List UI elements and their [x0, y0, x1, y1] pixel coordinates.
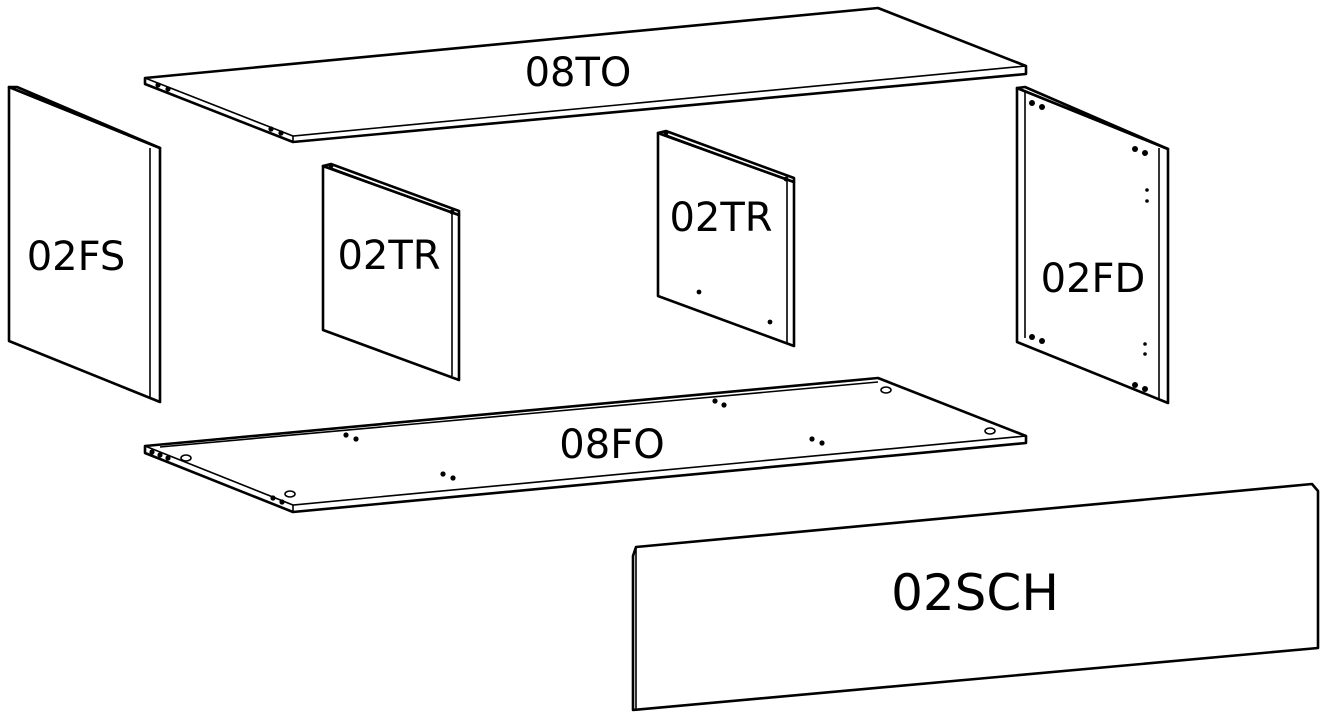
- dowel-hole: [1145, 188, 1149, 192]
- panel-02TR-left: 02TR: [321, 162, 461, 382]
- dowel-hole: [696, 289, 702, 295]
- dowel-hole: [721, 402, 727, 408]
- dowel-hole: [1132, 382, 1138, 388]
- dowel-hole: [1039, 104, 1045, 110]
- dowel-hole: [149, 449, 155, 455]
- dowel-hole: [155, 82, 161, 88]
- cam-hole: [180, 454, 192, 462]
- dowel-hole: [278, 130, 284, 136]
- dowel-hole: [712, 398, 718, 404]
- dowel-hole: [767, 319, 773, 325]
- part-label-02SCH: 02SCH: [891, 564, 1059, 622]
- cam-hole: [284, 490, 296, 498]
- part-label-08TO: 08TO: [525, 50, 632, 96]
- dowel-hole: [449, 209, 455, 215]
- part-label-02FS: 02FS: [27, 234, 126, 280]
- dowel-hole: [353, 436, 359, 442]
- dowel-hole: [450, 475, 456, 481]
- dowel-hole: [1143, 342, 1147, 346]
- dowel-hole: [328, 163, 334, 169]
- dowel-hole: [1145, 199, 1149, 203]
- dowel-hole: [440, 471, 446, 477]
- part-label-02TR-right: 02TR: [669, 195, 772, 241]
- dowel-hole: [165, 455, 171, 461]
- part-label-08FO: 08FO: [559, 422, 664, 468]
- dowel-hole: [1029, 334, 1035, 340]
- dowel-hole: [1143, 352, 1147, 356]
- dowel-hole: [1039, 338, 1045, 344]
- panel-08FO: 08FO: [143, 376, 1028, 514]
- dowel-hole: [1142, 150, 1148, 156]
- dowel-hole: [809, 436, 815, 442]
- dowel-hole: [270, 495, 276, 501]
- dowel-hole: [663, 130, 669, 136]
- dowel-hole: [165, 86, 171, 92]
- cam-hole: [880, 386, 892, 394]
- cam-hole: [984, 427, 996, 435]
- panel-02FD: 02FD: [1015, 85, 1170, 405]
- panel-02SCH: 02SCH: [631, 482, 1320, 712]
- dowel-hole: [279, 499, 285, 505]
- panel-02TR-right: 02TR: [656, 129, 796, 348]
- dowel-hole: [268, 126, 274, 132]
- dowel-hole: [343, 432, 349, 438]
- part-label-02FD: 02FD: [1041, 256, 1146, 302]
- dowel-hole: [1142, 386, 1148, 392]
- dowel-hole: [1132, 146, 1138, 152]
- dowel-hole: [819, 440, 825, 446]
- part-label-02TR-left: 02TR: [337, 233, 440, 279]
- panel-02FS: 02FS: [7, 85, 162, 404]
- dowel-hole: [1029, 100, 1035, 106]
- dowel-hole: [157, 452, 163, 458]
- dowel-hole: [783, 176, 789, 182]
- panel-08TO: 08TO: [143, 6, 1028, 144]
